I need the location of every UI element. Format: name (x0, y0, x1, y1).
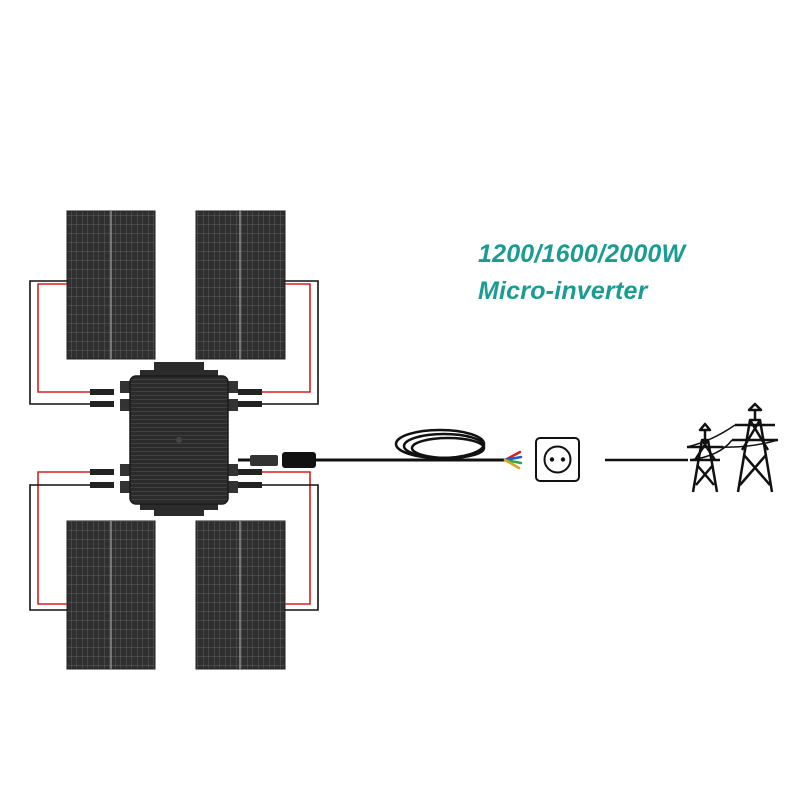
solar-panel-top-left-icon (66, 210, 156, 360)
ac-cable-icon (238, 452, 505, 468)
dc-wiring-top-right (238, 280, 319, 407)
wall-socket-icon (535, 437, 580, 482)
dc-wiring-bottom-right (238, 469, 319, 611)
dc-wiring-bottom-left (29, 469, 114, 611)
headline-power-rating: 1200/1600/2000W (478, 240, 686, 268)
dc-wiring-top-left (29, 280, 114, 407)
solar-panel-bottom-left-icon (66, 520, 156, 670)
headline-product-name: Micro-inverter (478, 277, 648, 305)
micro-inverter-icon (120, 362, 238, 516)
cable-wire-ends-icon (503, 450, 523, 470)
ac-cable-coil-icon (394, 428, 486, 460)
solar-panel-top-right-icon (195, 210, 286, 360)
solar-panel-bottom-right-icon (195, 520, 286, 670)
power-grid-tower-icon (686, 402, 779, 493)
